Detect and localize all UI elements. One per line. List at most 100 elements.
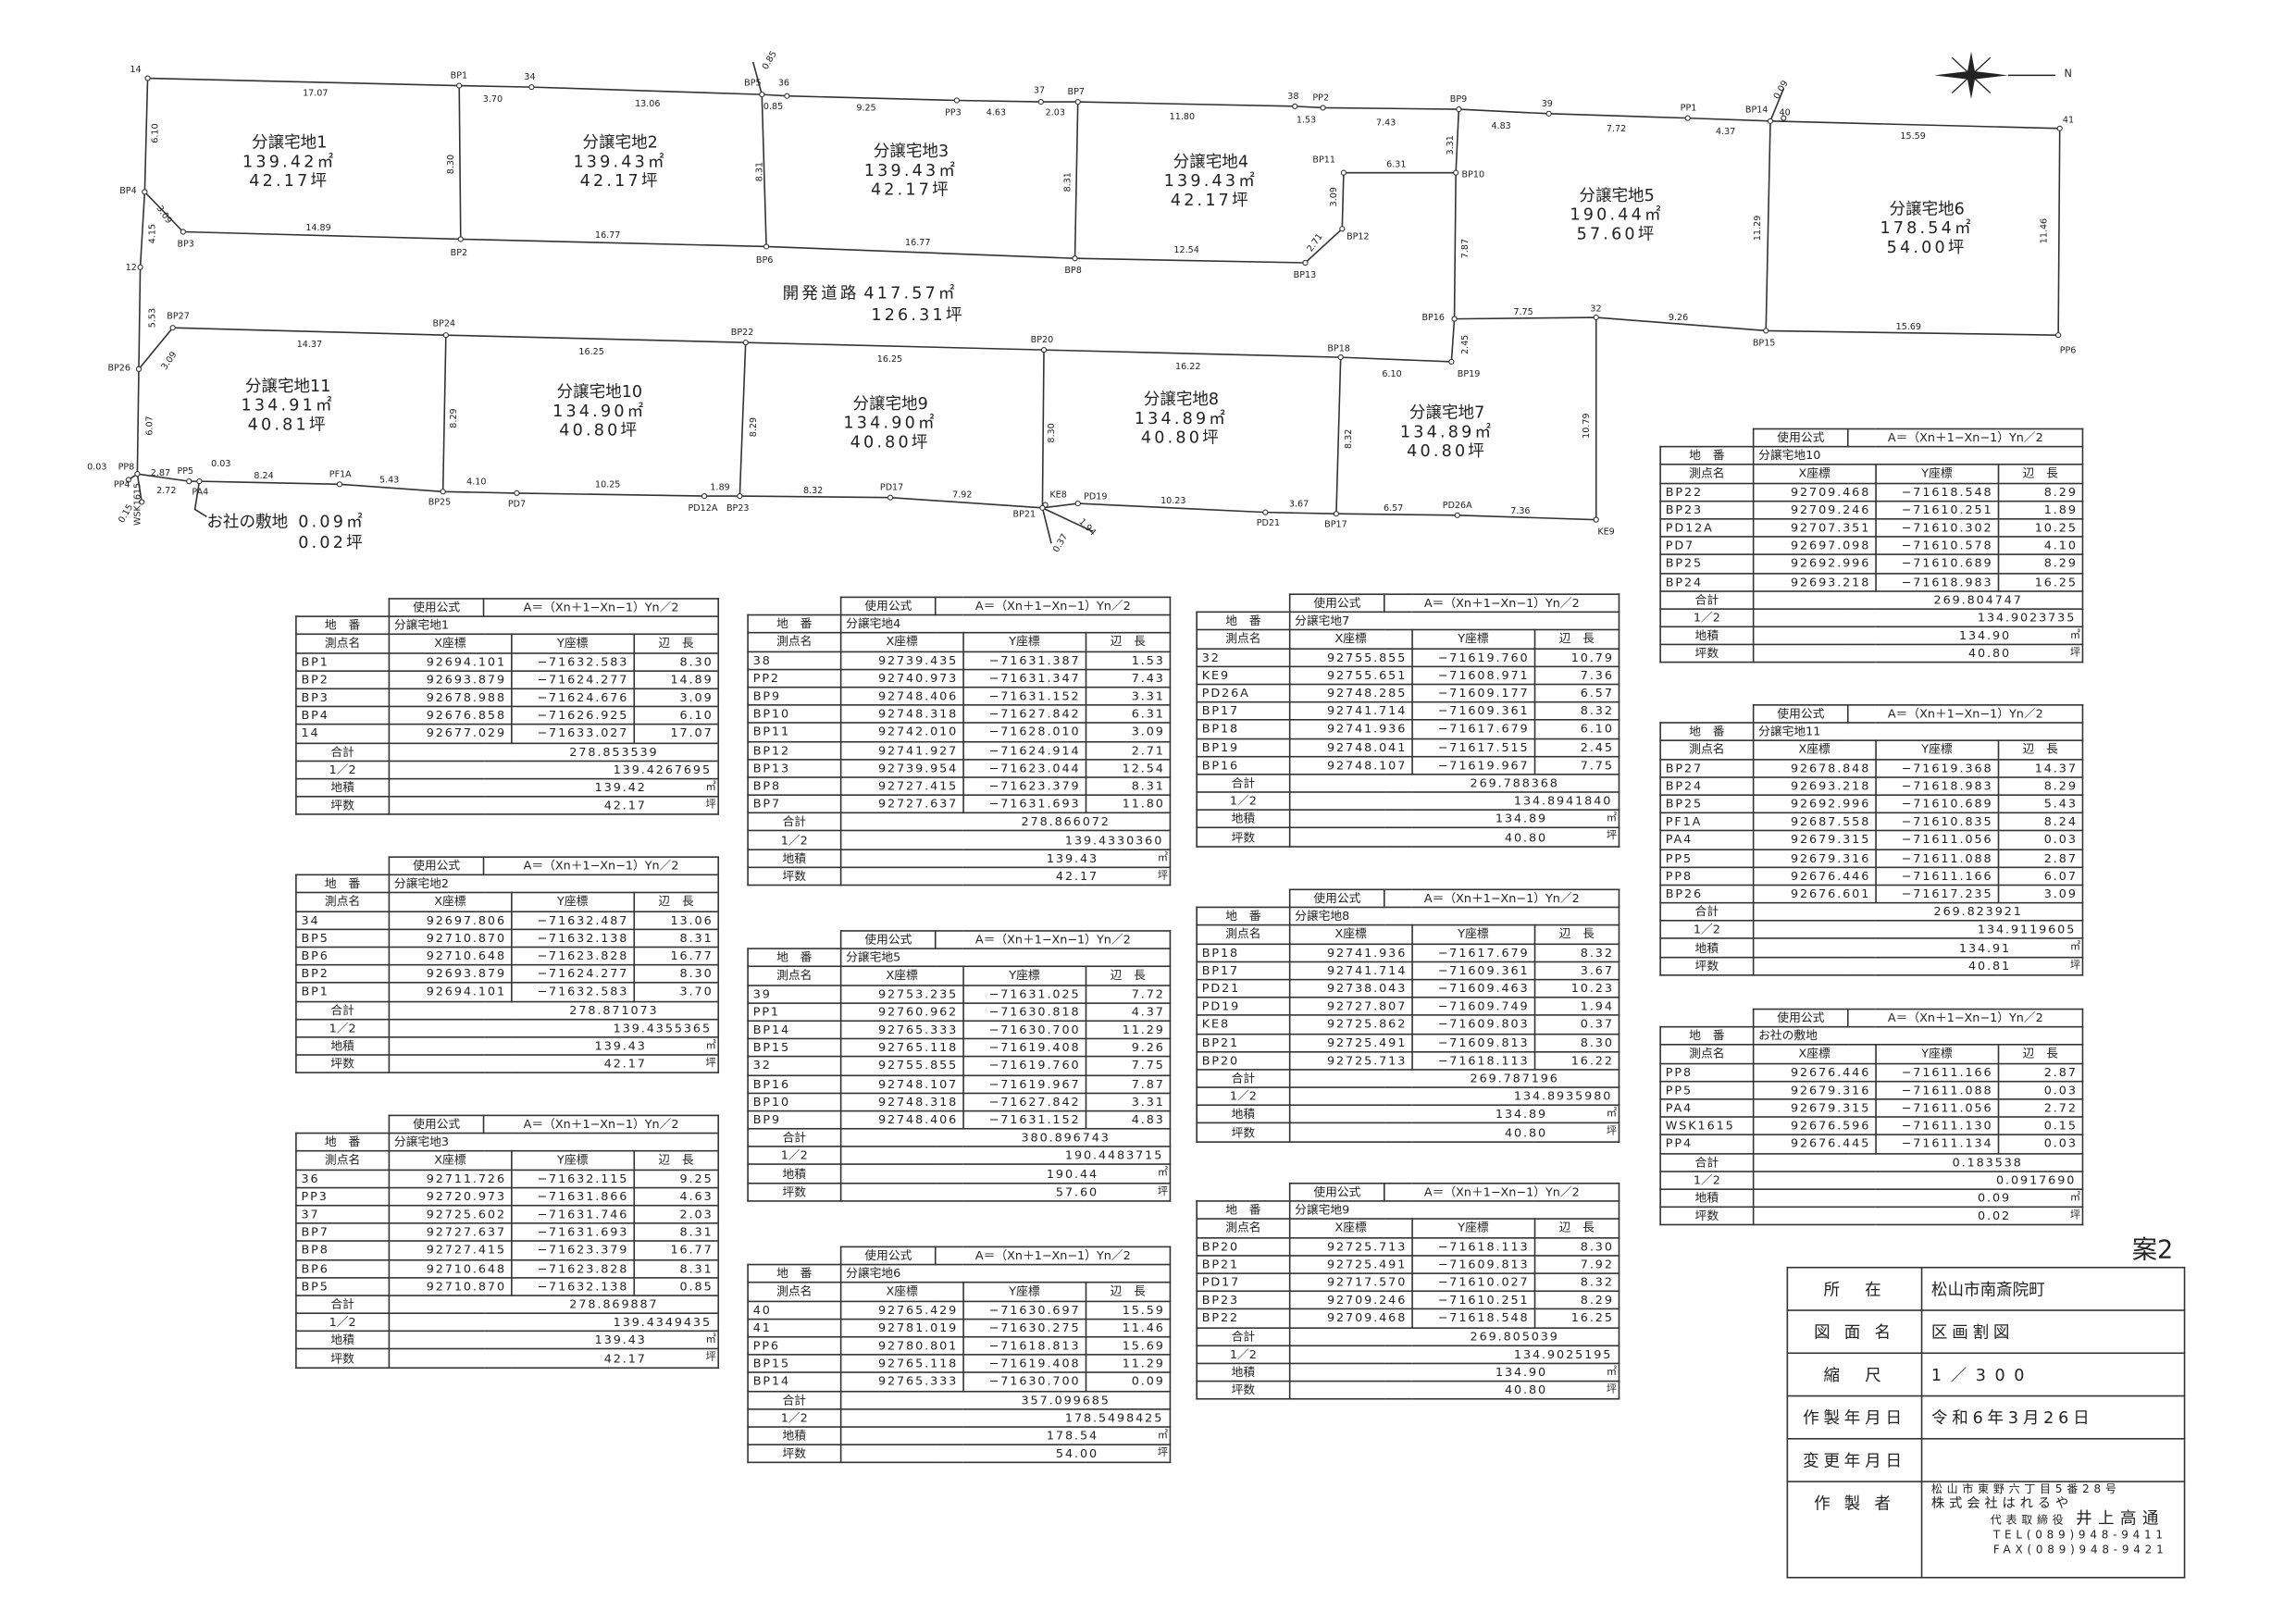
formula-label: 使用公式: [388, 598, 485, 618]
edge-length: 3.31: [1085, 1092, 1172, 1112]
x-coordinate: 92765.333: [839, 1020, 964, 1040]
y-coordinate: −71632.138: [510, 928, 635, 948]
header-point: 測点名: [1659, 739, 1755, 760]
header-length: 辺 長: [1085, 632, 1172, 652]
blank-cell: [1660, 428, 1753, 446]
total-value: 269.788368: [1288, 773, 1620, 793]
x-coordinate: 92693.218: [1752, 572, 1877, 592]
total-value: 0.183538: [1752, 1152, 2084, 1172]
survey-point-marker: [953, 97, 960, 104]
total-label: 合計: [1196, 773, 1291, 793]
survey-point-label: 12: [125, 262, 137, 274]
survey-point-marker: [144, 75, 151, 81]
formula-label: 使用公式: [839, 596, 937, 616]
survey-point-marker: [135, 366, 143, 372]
formula: A＝（Xn＋1−Xn−1）Yn／2: [1384, 1182, 1620, 1203]
survey-point-marker: [737, 492, 743, 500]
unit-label: ㎡: [2069, 941, 2081, 953]
edge-length: 0.03: [1997, 830, 2084, 850]
y-coordinate: −71624.277: [510, 964, 635, 985]
x-coordinate: 92727.415: [839, 776, 964, 797]
blank-cell: [296, 857, 389, 874]
unit-label: 坪: [2069, 647, 2081, 659]
x-coordinate: 92710.870: [388, 928, 513, 948]
edge-length-label: 3.31: [1445, 135, 1457, 155]
edge-length: 6.57: [1533, 683, 1620, 703]
x-coordinate: 92677.029: [388, 724, 513, 744]
header-y: Y座標: [510, 634, 635, 654]
total-label: 合計: [1659, 1152, 1755, 1172]
x-coordinate: 92741.927: [839, 740, 964, 761]
x-coordinate: 92693.218: [1752, 775, 1877, 796]
x-coordinate: 92741.936: [1288, 719, 1413, 739]
y-coordinate: −71619.368: [1875, 758, 1999, 778]
unit-label: 坪: [1157, 1446, 1169, 1459]
formula: A＝（Xn＋1−Xn−1）Yn／2: [483, 1114, 720, 1134]
header-length: 辺 長: [633, 1150, 720, 1171]
y-coordinate: −71610.251: [1875, 500, 1999, 520]
survey-point-label: PD26A: [1442, 500, 1472, 512]
edge-length-label: 15.69: [1895, 321, 1922, 332]
edge-length: 8.29: [1533, 1290, 1620, 1310]
x-coordinate: 92741.714: [1288, 701, 1413, 722]
point-name: BP25: [1659, 553, 1755, 574]
edge-length: 3.09: [1085, 722, 1172, 742]
road-area-m2: 417.57㎡: [863, 283, 958, 304]
y-coordinate: −71609.749: [1411, 997, 1535, 1017]
survey-point-marker: [887, 494, 894, 501]
half-value: 134.8935980: [1288, 1086, 1620, 1107]
point-name: BP2: [295, 964, 391, 985]
edge-length-label: 3.70: [482, 94, 503, 105]
blank-cell: [748, 931, 840, 948]
header-y: Y座標: [1411, 1218, 1535, 1238]
y-coordinate: −71611.056: [1875, 1097, 1999, 1119]
survey-point-label: PD12A: [688, 503, 718, 514]
header-x: X座標: [839, 966, 964, 986]
total-value: 269.787196: [1288, 1068, 1620, 1088]
y-coordinate: −71619.760: [1411, 647, 1535, 667]
formula: A＝（Xn＋1−Xn−1）Yn／2: [1847, 428, 2084, 448]
lot-label: 地 番: [747, 1264, 842, 1284]
half-value: 134.9023735: [1752, 608, 2084, 628]
scale-label: 縮 尺: [1786, 1352, 1923, 1397]
formula: A＝（Xn＋1−Xn−1）Yn／2: [1384, 888, 1620, 909]
edge-length: 2.72: [1997, 1097, 2084, 1119]
edge-length: 8.31: [633, 1222, 720, 1243]
survey-point-label: BP20: [1030, 335, 1054, 346]
point-name: BP9: [747, 1110, 842, 1130]
point-name: 40: [747, 1299, 842, 1320]
header-length: 辺 長: [1085, 966, 1172, 986]
edge-length: 1.89: [1997, 500, 2084, 520]
survey-point-marker: [186, 478, 192, 485]
survey-point-label: BP11: [1312, 155, 1335, 166]
unit-label: ㎡: [1606, 1108, 1618, 1120]
point-name: BP19: [1196, 737, 1291, 758]
point-name: BP20: [1196, 1236, 1291, 1257]
y-coordinate: −71609.361: [1411, 961, 1535, 981]
header-x: X座標: [1752, 739, 1877, 760]
point-name: PD19: [1196, 997, 1291, 1017]
drawing-value: 区画割図: [1920, 1309, 2186, 1355]
x-coordinate: 92748.318: [839, 1092, 964, 1112]
edge-length-label: 7.75: [1513, 306, 1533, 318]
edge-length-label: 8.32: [1343, 428, 1355, 450]
edge-length-label: 8.31: [754, 161, 765, 182]
x-coordinate: 92676.858: [388, 705, 513, 725]
survey-point-label: 40: [1779, 107, 1791, 118]
x-coordinate: 92678.848: [1752, 758, 1877, 778]
point-name: KE9: [1196, 665, 1291, 686]
x-coordinate: 92739.435: [839, 650, 964, 670]
survey-point-label: PD7: [507, 499, 527, 510]
